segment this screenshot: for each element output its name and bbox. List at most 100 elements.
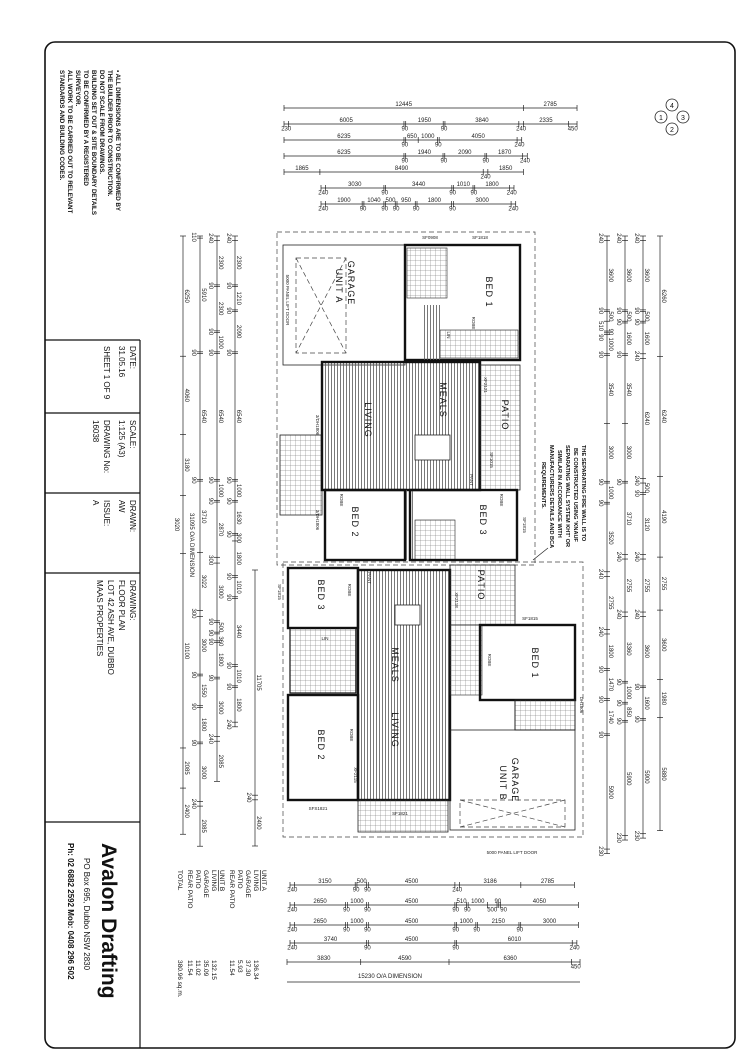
dimension-value: 4590 — [398, 956, 412, 962]
dimension-value: 1800 — [235, 552, 241, 566]
dimension-value: 6240 — [660, 410, 666, 424]
dimension-value: 500 — [217, 622, 223, 633]
area-total-label: TOTAL — [176, 870, 183, 891]
dimension-value: 90 — [364, 928, 371, 934]
note-line: BE CONSTRUCTED USING 'KNAUF — [572, 448, 578, 543]
dimension-value: 3150 — [318, 879, 332, 885]
note-line: BUILDING SET OUT & SITE BOUNDARY DETAILS — [90, 70, 97, 215]
dimension-value: 1210 — [235, 292, 241, 306]
dimension-value: 12445 — [395, 102, 412, 108]
room-label-bed1-a: BED 1 — [484, 276, 494, 307]
label-lin: LIN — [446, 331, 451, 338]
dimension-value: 240 — [207, 734, 213, 745]
area-value: 11.54 — [186, 960, 193, 976]
dimension-value: 500 — [625, 311, 631, 322]
dimension-value: 1800 — [428, 198, 442, 204]
dimension-value: 90 — [495, 899, 502, 905]
label-robe: ROBE — [487, 654, 492, 667]
window-label: XF2121 — [483, 377, 488, 393]
dimension-value: 90 — [225, 282, 231, 289]
dimension-value: 300 — [190, 609, 196, 620]
dimension-value: 90 — [633, 307, 639, 314]
company-phone: Ph: 02 6882 2592 Mob: 0408 296 502 — [66, 843, 75, 980]
dimension-value: 4500 — [405, 879, 419, 885]
dimension-value: 90 — [597, 731, 603, 738]
dimension-value: 110 — [190, 232, 196, 242]
dimension-value: 90 — [597, 351, 603, 358]
dimension-value: 90 — [364, 888, 371, 894]
dimension-value: 90 — [225, 349, 231, 356]
dimension-value: 90 — [633, 716, 639, 723]
dimension-value: 90 — [190, 703, 196, 710]
dimension-value: 3600 — [643, 645, 649, 659]
drawn-value: AW — [117, 500, 126, 513]
dimension-value: 90 — [207, 477, 213, 484]
dimension-value: 90 — [615, 351, 621, 358]
window-label: SF1815 — [277, 584, 282, 600]
dimension-value: 90 — [597, 666, 603, 673]
dimension-value: 90 — [615, 307, 621, 314]
dimension-value: 510 — [457, 899, 468, 905]
date-value: 31.05.16 — [117, 346, 126, 378]
dimension-value: 230 — [615, 833, 621, 844]
dimension-value: 240 — [520, 159, 531, 165]
dimension-value: 90 — [401, 127, 408, 133]
window-label: SF0908 — [422, 235, 438, 240]
window-label: SF1815 — [522, 616, 538, 621]
dimension-value: 90 — [607, 329, 613, 336]
dimension-value: 240 — [452, 888, 463, 894]
dimension-value: 90 — [449, 191, 456, 197]
dimension-value: 6235 — [337, 134, 351, 140]
dimension-value: 2090 — [458, 150, 472, 156]
dimension-value: 3000 — [200, 766, 206, 780]
dimension-value: 240 — [633, 476, 639, 487]
dimension-value: 1000 — [217, 336, 223, 350]
sheet-number: SHEET 1 OF 9 — [102, 346, 111, 400]
note-line: SURVEYOR. — [74, 70, 81, 107]
orientation-compass: 4 3 2 1 — [654, 98, 690, 136]
drawing-line: LOT 42 ASH AVE, DUBBO — [106, 580, 115, 675]
room-label-garage-b: GARAGE — [510, 758, 520, 803]
dimension-value: 11705 — [255, 674, 261, 691]
dimension-value: 90 — [207, 618, 213, 625]
dimension-value: 6540 — [235, 410, 241, 424]
area-value: 5.93 — [236, 960, 243, 973]
dimension-value: 90 — [190, 477, 196, 484]
issue-value: A — [91, 500, 100, 506]
scale-value: 1:125 (A3) — [117, 420, 126, 458]
area-label: LIVING — [210, 870, 217, 891]
company-logo-text: Avalon Drafting — [97, 843, 120, 999]
dimension-value: 1980 — [660, 692, 666, 706]
dimension-value: 2085 — [200, 819, 206, 833]
area-label: GARAGE — [202, 870, 209, 898]
drawing-no-value: 16038 — [91, 420, 100, 443]
dimension-value: 1000 — [421, 134, 435, 140]
room-label-bed2-b: BED 2 — [316, 729, 326, 760]
area-total-value: 380.96 sq.m. — [176, 960, 183, 998]
dimension-value: 90 — [516, 928, 523, 934]
dimension-value: 300 — [235, 533, 241, 544]
dimension-value: 240 — [516, 127, 527, 133]
area-value: 35.09 — [202, 960, 209, 977]
dimension-value: 4060 — [183, 389, 189, 403]
dimension-value: 500 — [643, 311, 649, 322]
dimension-value: 3000 — [217, 585, 223, 599]
dimension-value: 3600 — [625, 269, 631, 283]
dimension-value: 1800 — [607, 645, 613, 659]
dimension-value: 240 — [507, 191, 518, 197]
dimension-value: 90 — [207, 638, 213, 645]
dimension-value: 90 — [207, 282, 213, 289]
dimension-value: 90 — [597, 696, 603, 703]
overall-width-label: 15230 O/A DIMENSION — [358, 974, 422, 980]
dimension-value: 5910 — [200, 288, 206, 302]
dimension-value: 90 — [401, 159, 408, 165]
label-robe: ROBE — [499, 494, 504, 507]
dimension-value: 3000 — [607, 446, 613, 460]
dimension-value: 3440 — [412, 182, 426, 188]
dimension-value: 3000 — [476, 198, 490, 204]
dimension-value: 1010 — [235, 580, 241, 594]
dimension-value: 510 — [597, 321, 603, 332]
area-value: 11.02 — [194, 960, 201, 976]
area-value: 11.54 — [228, 960, 235, 976]
dimension-value: 2335 — [539, 118, 553, 124]
